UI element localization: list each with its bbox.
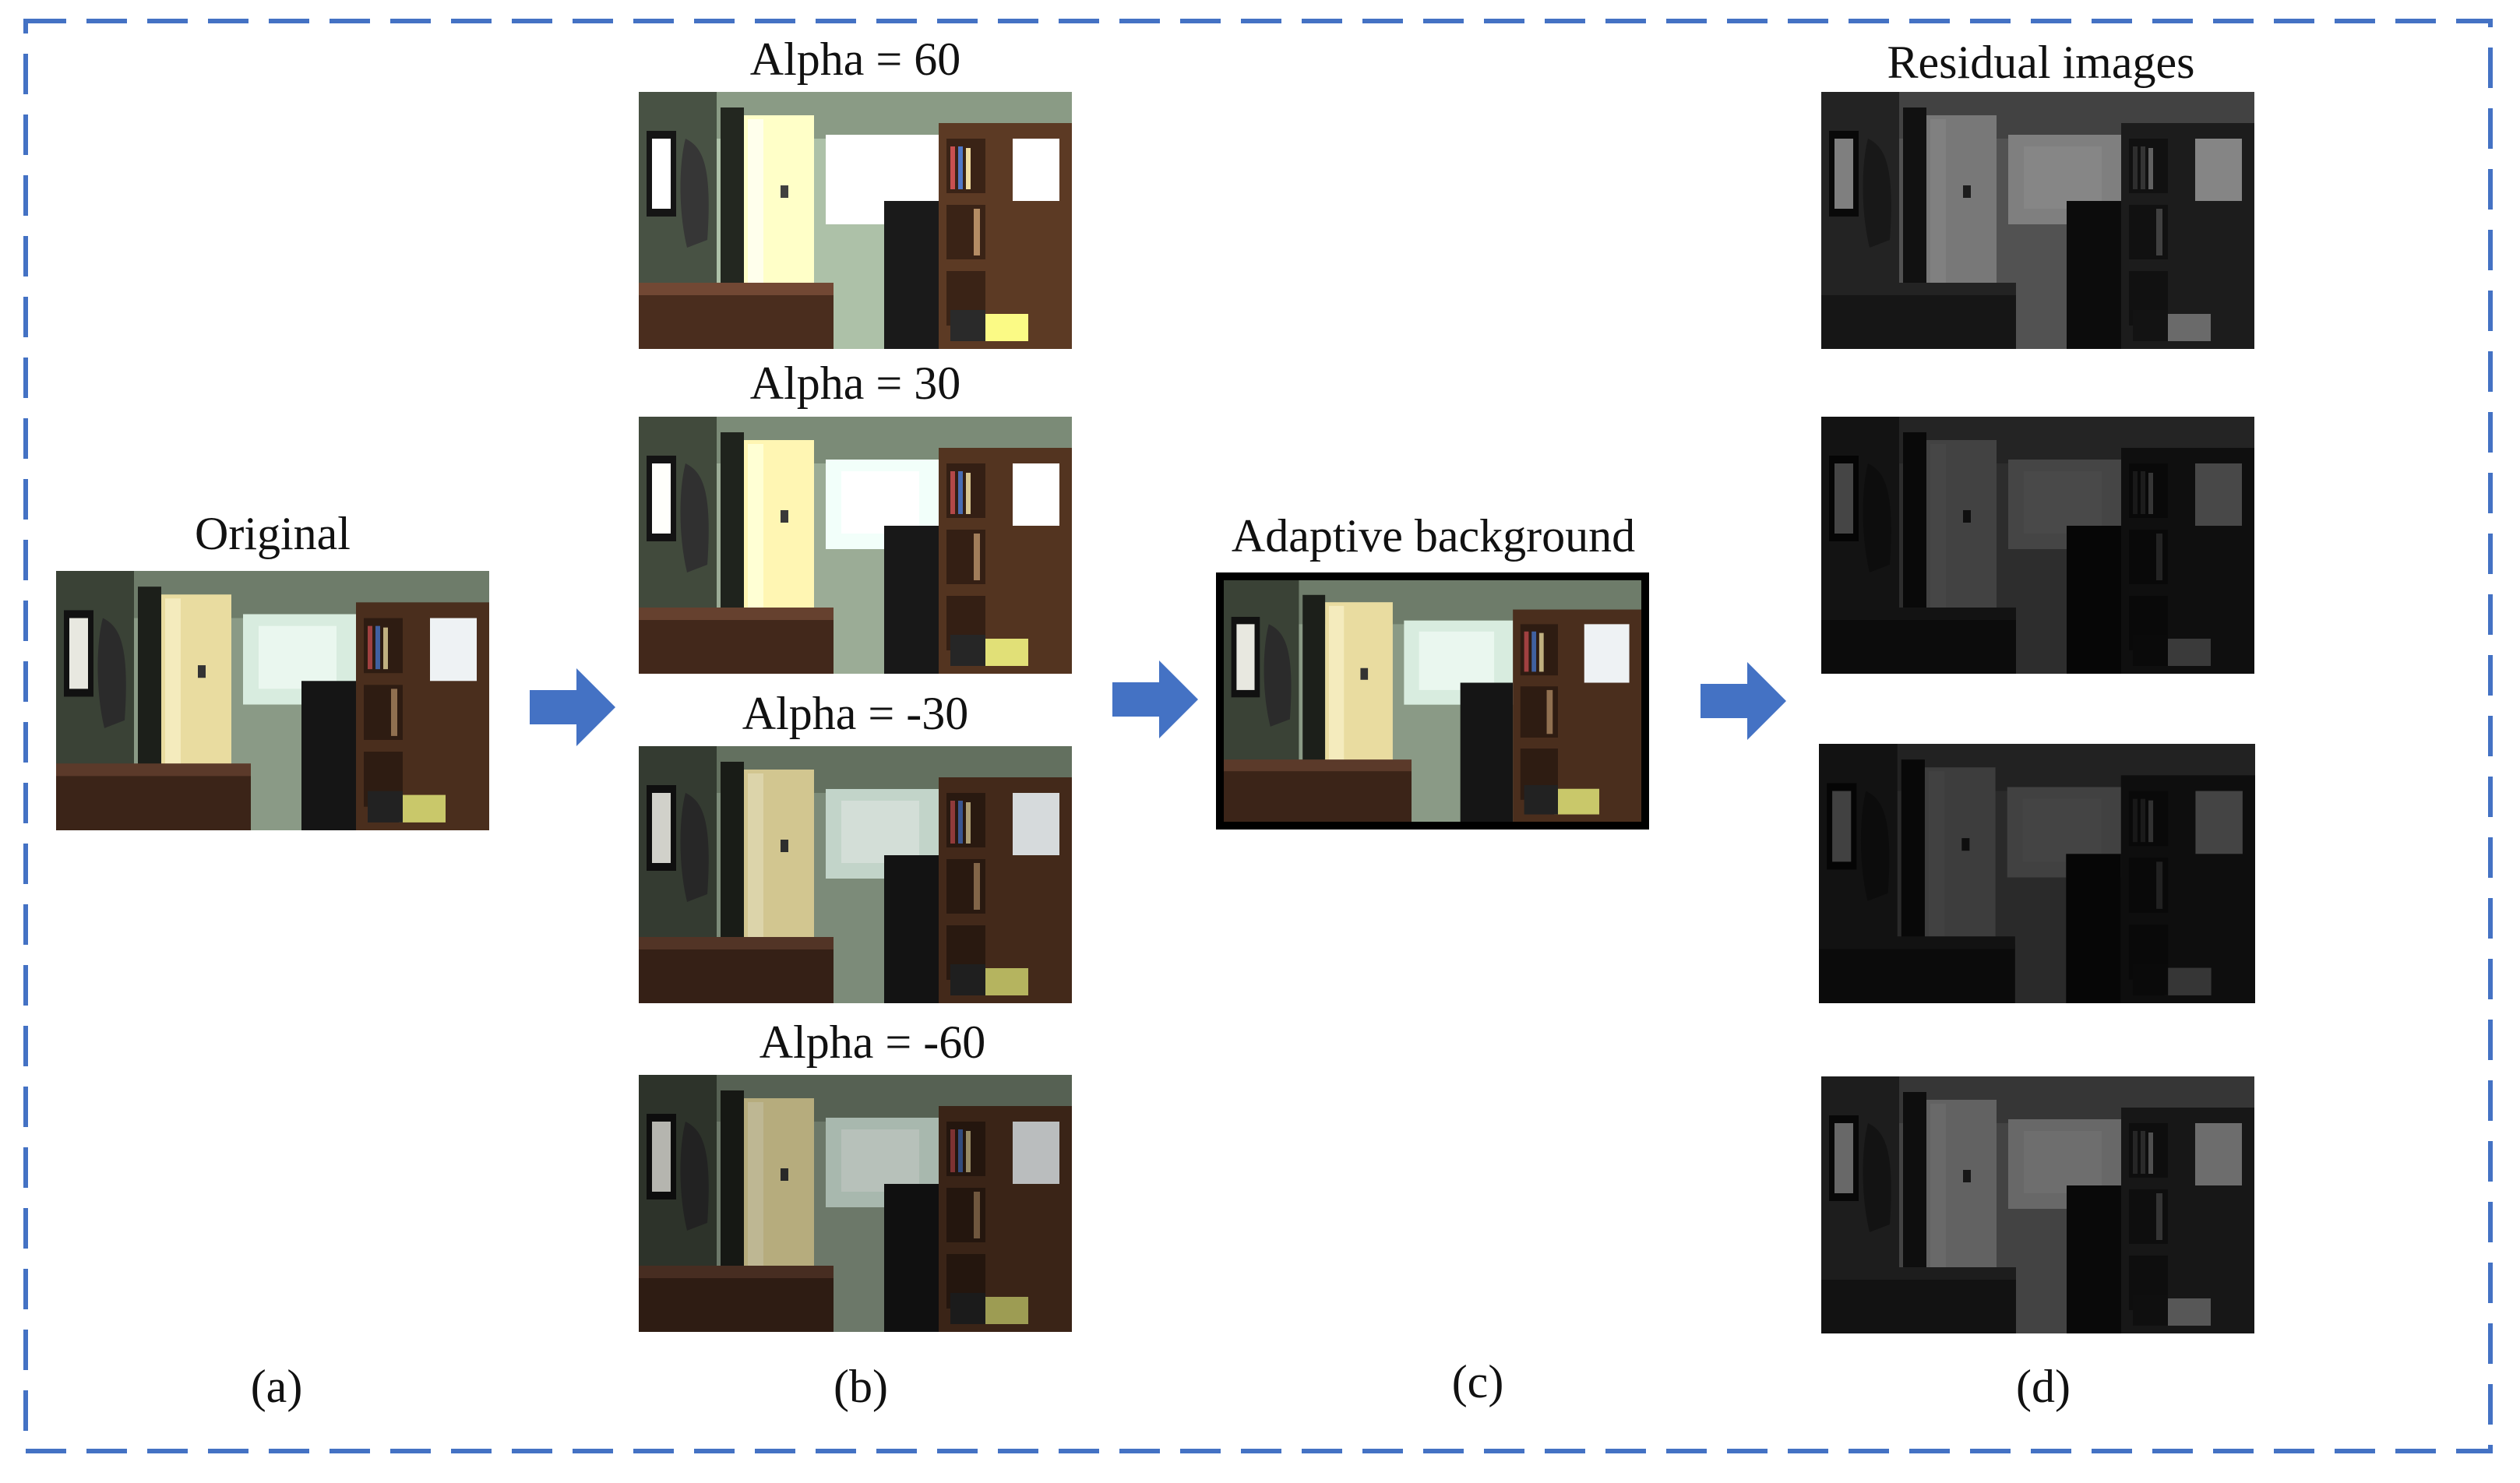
alpha-60-title: Alpha = 60 xyxy=(749,33,961,85)
arrow-right-icon xyxy=(1112,660,1198,738)
adaptive-background-title: Adaptive background xyxy=(1231,510,1636,562)
dashed-frame xyxy=(23,19,2493,1453)
alpha-minus-30-image xyxy=(639,746,1072,1003)
alpha-60-image xyxy=(639,92,1072,349)
alpha-minus-60-title: Alpha = -60 xyxy=(759,1016,986,1068)
panel-label-d: (d) xyxy=(2016,1361,2071,1412)
residual-image-3 xyxy=(1819,744,2255,1003)
alpha-30-image xyxy=(639,417,1072,674)
panel-label-c: (c) xyxy=(1451,1356,1504,1407)
arrow-right-icon xyxy=(530,668,615,746)
residual-image-4 xyxy=(1821,1076,2254,1333)
original-image xyxy=(56,571,489,830)
residual-image-2 xyxy=(1821,417,2254,674)
panel-label-a: (a) xyxy=(250,1361,303,1412)
original-title: Original xyxy=(195,508,351,559)
panel-label-b: (b) xyxy=(834,1361,888,1412)
alpha-30-title: Alpha = 30 xyxy=(749,358,961,409)
alpha-minus-60-image xyxy=(639,1075,1072,1332)
arrow-right-icon xyxy=(1701,662,1786,740)
residual-image-1 xyxy=(1821,92,2254,349)
alpha-minus-30-title: Alpha = -30 xyxy=(742,688,969,739)
residual-images-title: Residual images xyxy=(1887,37,2195,88)
adaptive-background-image xyxy=(1216,572,1649,830)
